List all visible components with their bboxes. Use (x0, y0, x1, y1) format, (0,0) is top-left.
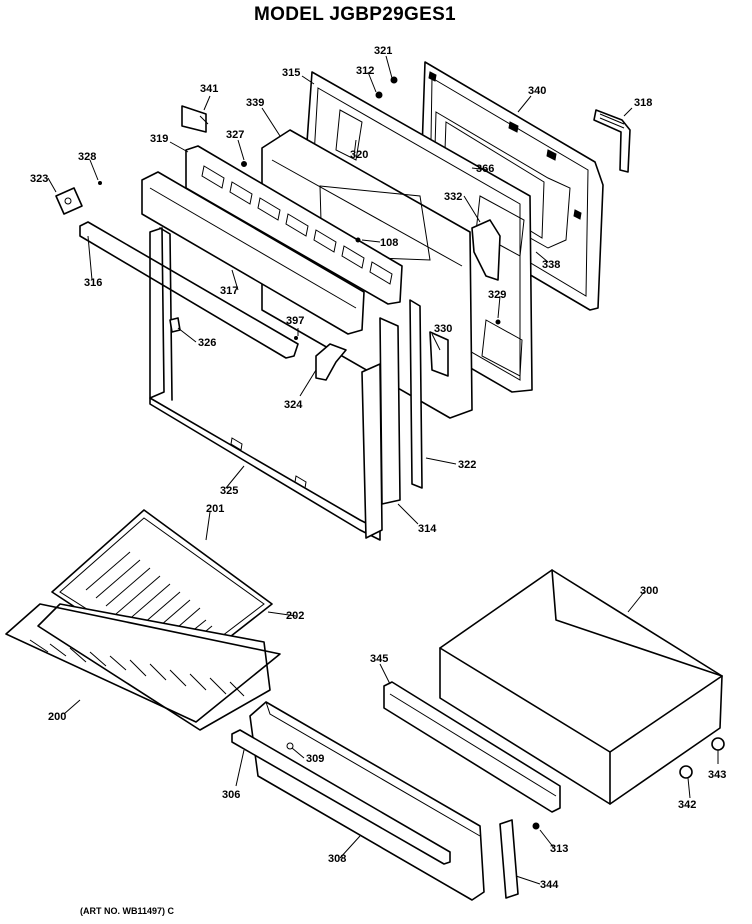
callout-315: 315 (282, 67, 300, 79)
door-handle (593, 109, 631, 173)
callout-labels: 321 315 312 340 318 341 339 319 327 320 … (30, 45, 726, 891)
art-number: (ART NO. WB11497) C (80, 906, 175, 916)
oven-rack (5, 603, 281, 723)
callout-313: 313 (550, 843, 568, 855)
callout-330: 330 (434, 323, 452, 335)
callout-308: 308 (328, 853, 346, 865)
diagram-title: MODEL JGBP29GES1 (254, 4, 456, 25)
callout-325: 325 (220, 485, 238, 497)
callout-345: 345 (370, 653, 388, 665)
callout-340: 340 (528, 85, 546, 97)
drawer-side-rail (499, 819, 519, 899)
part-326 (169, 317, 181, 333)
callout-366: 366 (476, 163, 494, 175)
callout-320: 320 (350, 149, 368, 161)
part-342 (679, 765, 693, 779)
callout-202: 202 (286, 610, 304, 622)
callout-306: 306 (222, 789, 240, 801)
callout-339: 339 (246, 97, 264, 109)
callout-328: 328 (78, 151, 96, 163)
callout-321: 321 (374, 45, 392, 57)
callout-309: 309 (306, 753, 324, 765)
callout-344: 344 (540, 879, 559, 891)
leader-lines (47, 55, 719, 885)
callout-322: 322 (458, 459, 476, 471)
callout-341: 341 (200, 83, 218, 95)
part-324 (315, 343, 347, 381)
part-341 (181, 105, 209, 133)
part-309 (286, 742, 294, 750)
part-313 (532, 822, 540, 830)
drawer-rail (383, 681, 561, 813)
callout-316: 316 (84, 277, 102, 289)
door-trim-rod (79, 221, 299, 359)
callout-317: 317 (220, 285, 238, 297)
callout-318: 318 (634, 97, 652, 109)
callout-342: 342 (678, 799, 696, 811)
storage-drawer (439, 569, 723, 805)
callout-332: 332 (444, 191, 462, 203)
side-trim-314 (361, 317, 401, 539)
callout-312: 312 (356, 65, 374, 77)
part-343 (711, 737, 725, 751)
screws (98, 76, 501, 340)
door-trim-317 (141, 171, 365, 335)
callout-108: 108 (380, 237, 398, 249)
callout-343: 343 (708, 769, 726, 781)
drawer-trim (231, 729, 451, 865)
part-323 (55, 187, 83, 215)
side-trim-322 (409, 299, 449, 489)
callout-324: 324 (284, 399, 303, 411)
callout-397: 397 (286, 315, 304, 327)
callout-319: 319 (150, 133, 168, 145)
callout-300: 300 (640, 585, 658, 597)
callout-201: 201 (206, 503, 224, 515)
callout-329: 329 (488, 289, 506, 301)
callout-323: 323 (30, 173, 48, 185)
callout-326: 326 (198, 337, 216, 349)
callout-314: 314 (418, 523, 437, 535)
callout-338: 338 (542, 259, 560, 271)
part-332 (471, 219, 501, 281)
door-vent-strip (185, 145, 403, 305)
callout-200: 200 (48, 711, 66, 723)
callout-327: 327 (226, 129, 244, 141)
door-outer-frame (149, 227, 381, 541)
